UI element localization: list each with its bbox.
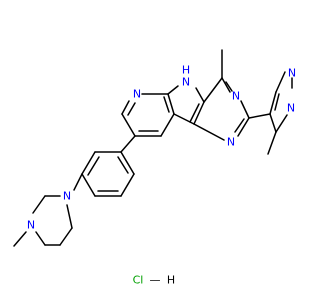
bond-pyrimidine-4 — [237, 117, 250, 137]
bond-pyrazole-5 — [269, 113, 277, 133]
bond-pyridine-phenyl — [120, 135, 136, 153]
bond-piperazine-6 — [66, 204, 73, 229]
atom-n-pyrimidine-bottom: N — [227, 136, 235, 149]
bond-pyrazole-1 — [269, 91, 277, 115]
bond-phenyl-piperazine — [73, 173, 83, 191]
bond-pyrimidine-4b — [234, 118, 245, 133]
bond-pyrimidine-3 — [240, 100, 250, 119]
bond-piperazine-5 — [59, 227, 73, 246]
bond-phenyl-2b — [87, 156, 100, 176]
bond-pyrimidine-2b — [225, 81, 233, 92]
salt-bond: — — [150, 274, 161, 287]
bond-methyl-piperazine — [13, 231, 27, 247]
bond-methyl-pyrazole — [267, 131, 277, 155]
atom-n-pyrimidine-top: N — [232, 90, 240, 103]
bond-phenyl-6b — [117, 156, 129, 174]
bond-pyrazole-2 — [275, 71, 286, 93]
bond-phenyl-3 — [81, 173, 96, 197]
atom-n-pyridine: N — [133, 88, 141, 101]
bond-pyrimidine-5 — [193, 123, 225, 141]
atom-n-piperazine-methyl: N — [27, 219, 35, 232]
bond-pyrrole-4 — [173, 113, 195, 125]
atom-labels: N N H N N N N N N — [27, 64, 296, 232]
hydrochloride-structure-diagram: N N H N N N N N N Cl — H — [13, 49, 296, 287]
hydrochloride-salt: Cl — H — [133, 274, 176, 287]
bond-pyridine-6 — [167, 93, 175, 115]
bond-pyridine-5 — [160, 113, 175, 137]
bond-pyrazole-link — [248, 113, 271, 119]
bond-pyrrole-3 — [193, 101, 205, 125]
bond-piperazine-2 — [32, 195, 46, 214]
bond-piperazine-3 — [35, 231, 46, 246]
bond-pyridine-2b — [127, 102, 136, 116]
bond-pyrazole-1b — [274, 93, 280, 111]
bond-pyrimidine-2 — [221, 77, 231, 93]
bond-pyrrole-3b — [189, 103, 200, 123]
salt-chlorine: Cl — [133, 274, 144, 287]
bond-pyridine-2 — [121, 100, 130, 115]
bond-pyridine-6b — [163, 96, 170, 113]
bond-phenyl-5 — [120, 173, 135, 197]
atom-n-pyrazole-2: N — [287, 102, 295, 115]
bond-pyrimidine-1 — [203, 77, 223, 103]
bond-pyrrole-2 — [195, 87, 205, 103]
bond-pyrazole-4 — [275, 114, 288, 133]
atom-h-pyrrole: H — [182, 64, 190, 77]
salt-hydrogen: H — [167, 274, 175, 287]
bonds — [13, 49, 293, 247]
atom-n-piperazine-aryl: N — [63, 190, 71, 203]
bond-pyridine-3 — [121, 113, 136, 137]
bond-phenyl-6 — [120, 151, 135, 175]
atom-n-pyrazole-1: N — [288, 67, 296, 80]
bond-pyrrole-1 — [167, 85, 179, 95]
bond-phenyl-2 — [81, 151, 96, 175]
atom-n-pyrrole: N — [182, 76, 190, 89]
